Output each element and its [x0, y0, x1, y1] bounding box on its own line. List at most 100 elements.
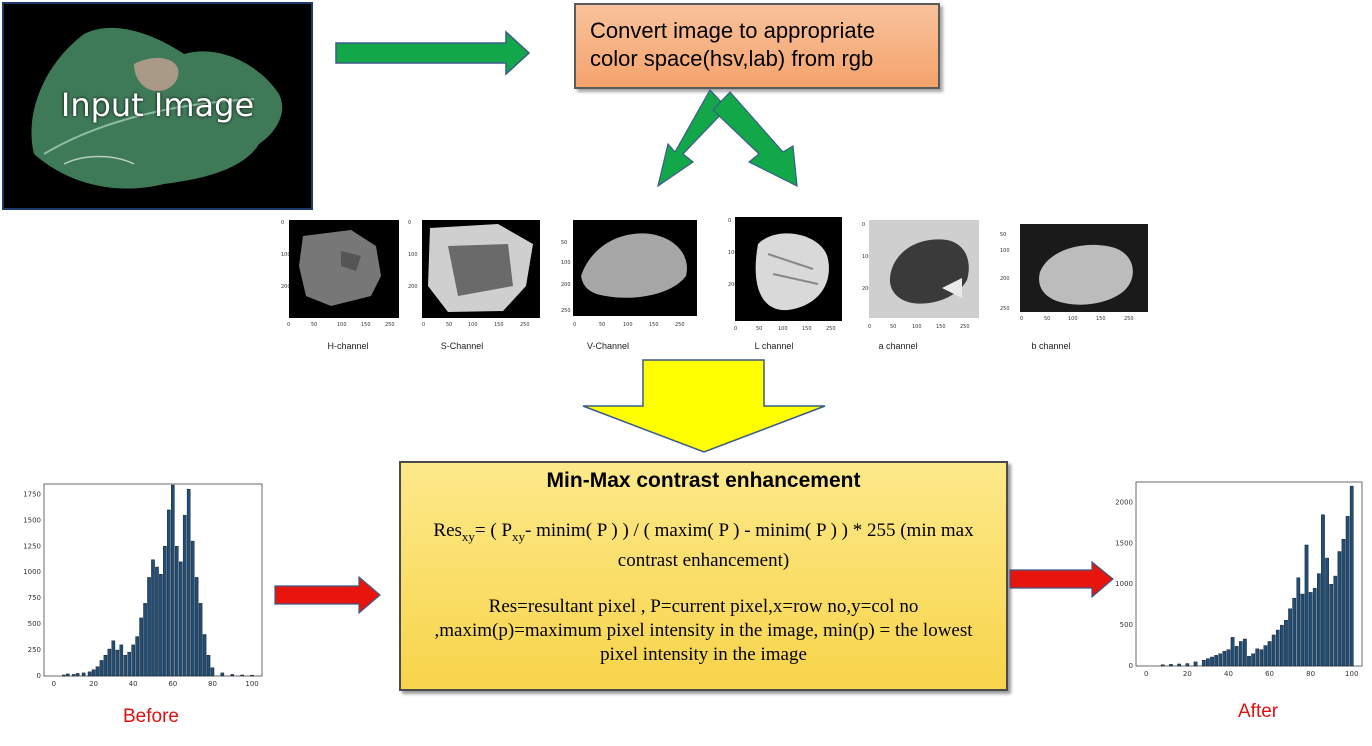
input-image-label: Input Image — [60, 86, 255, 124]
histogram-bar — [1238, 641, 1243, 667]
histogram-bar — [1177, 663, 1181, 667]
histogram-bar — [1255, 648, 1260, 667]
histogram-bar — [1345, 516, 1350, 667]
histogram-bar — [115, 649, 120, 677]
histogram-bar — [1304, 544, 1309, 667]
histogram-bar — [103, 655, 108, 677]
svg-text:0: 0 — [408, 220, 411, 226]
min-max-formula: Resxy= ( Pxy- minim( P ) ) / ( maxim( P … — [401, 519, 1006, 573]
convert-line-1: Convert image to appropriate — [590, 18, 875, 43]
channel-label-h: H-channel — [327, 341, 369, 351]
histogram-bar — [1292, 597, 1297, 667]
x-tick-label: 20 — [89, 680, 98, 688]
histogram-bar — [186, 488, 191, 677]
y-tick-label: 1000 — [23, 568, 41, 576]
x-tick-label: 80 — [1306, 670, 1315, 678]
convert-color-space-box: Convert image to appropriate color space… — [574, 3, 940, 89]
histogram-bar — [1333, 575, 1338, 667]
y-tick-label: 2000 — [1115, 498, 1133, 506]
histogram-bar — [139, 617, 143, 677]
histogram-bar — [220, 672, 225, 677]
svg-text:150: 150 — [936, 324, 946, 330]
histogram-bar — [135, 636, 139, 677]
histogram-bar — [1226, 649, 1231, 667]
formula-mid: = ( P — [474, 520, 513, 541]
svg-text:50: 50 — [1000, 232, 1006, 238]
channel-label-b: b channel — [1031, 341, 1071, 351]
histogram-bar — [1218, 653, 1223, 667]
svg-text:100: 100 — [1068, 316, 1078, 322]
svg-text:100: 100 — [337, 322, 347, 328]
histogram-bar — [119, 644, 124, 677]
histogram-bar — [1230, 637, 1235, 667]
svg-text:50: 50 — [311, 322, 317, 328]
y-tick-label: 1250 — [23, 542, 41, 550]
svg-text:250: 250 — [561, 308, 571, 314]
svg-text:100: 100 — [408, 252, 418, 258]
x-tick-label: 60 — [1265, 670, 1274, 678]
histogram-bar — [91, 669, 96, 677]
y-tick-label: 1750 — [23, 490, 41, 498]
x-tick-label: 0 — [52, 680, 56, 688]
histogram-bar — [1300, 593, 1305, 667]
svg-text:150: 150 — [1096, 316, 1106, 322]
y-tick-label: 0 — [37, 672, 41, 680]
histogram-bar — [171, 484, 175, 677]
convert-line-2: color space(hsv,lab) from rgb — [590, 46, 874, 71]
svg-text:200: 200 — [408, 284, 418, 290]
svg-text:150: 150 — [649, 322, 659, 328]
svg-text:200: 200 — [1000, 276, 1010, 282]
histogram-bar — [1247, 655, 1251, 667]
histogram-bar — [1222, 651, 1227, 667]
histogram-bar — [159, 574, 163, 677]
svg-text:0: 0 — [422, 322, 425, 328]
svg-text:200: 200 — [728, 282, 738, 288]
histogram-bar — [1288, 608, 1292, 667]
svg-text:50: 50 — [599, 322, 605, 328]
svg-text:250: 250 — [385, 322, 395, 328]
histogram-bar — [81, 672, 86, 677]
histogram-bar — [1271, 634, 1276, 667]
svg-text:250: 250 — [826, 326, 836, 332]
formula-sub-1: xy — [461, 528, 475, 544]
histogram-bar — [1206, 658, 1210, 667]
histogram-bar — [131, 644, 135, 677]
histogram-bar — [1214, 655, 1218, 667]
histogram-bar — [99, 660, 104, 677]
histogram-bar — [123, 655, 128, 677]
histogram-bar — [250, 674, 254, 677]
channel-label-v: V-Channel — [586, 341, 630, 351]
svg-text:150: 150 — [802, 326, 812, 332]
histogram-bar — [1317, 573, 1321, 667]
histogram-bar — [143, 603, 147, 677]
histogram-bar — [1201, 660, 1206, 667]
x-tick-label: 20 — [1183, 670, 1192, 678]
min-max-title: Min-Max contrast enhancement — [546, 469, 861, 492]
histogram-bar — [1259, 649, 1264, 667]
svg-text:150: 150 — [361, 322, 371, 328]
svg-text:100: 100 — [728, 250, 738, 256]
y-tick-label: 250 — [28, 646, 41, 654]
x-tick-label: 40 — [129, 680, 138, 688]
min-max-enhancement-box: Min-Max contrast enhancement Resxy= ( Px… — [399, 461, 1008, 691]
svg-text:100: 100 — [468, 322, 478, 328]
svg-text:100: 100 — [778, 326, 788, 332]
histogram-bar — [167, 509, 171, 677]
y-tick-label: 1500 — [1115, 539, 1133, 547]
histogram-bar — [1312, 588, 1317, 667]
histogram-bar — [1275, 629, 1280, 667]
svg-text:250: 250 — [1124, 316, 1134, 322]
svg-text:200: 200 — [281, 284, 291, 290]
histogram-bar — [1243, 638, 1247, 667]
svg-text:250: 250 — [1000, 306, 1010, 312]
x-tick-label: 40 — [1224, 670, 1233, 678]
histogram-bar — [198, 603, 203, 677]
channel-label-s: S-Channel — [440, 341, 484, 351]
y-tick-label: 500 — [1120, 621, 1133, 629]
x-tick-label: 60 — [168, 680, 177, 688]
histogram-bar — [1284, 620, 1288, 667]
svg-text:0: 0 — [868, 324, 871, 330]
